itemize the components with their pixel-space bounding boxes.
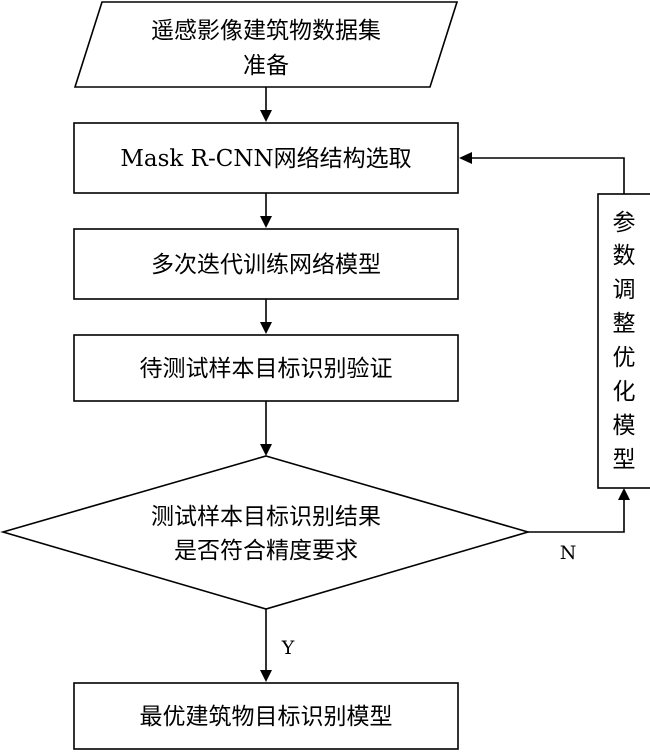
arrow-no-path	[528, 498, 625, 533]
side-box	[597, 193, 650, 489]
step2-box	[73, 228, 459, 300]
side-box-label: 参 数 调 整 优 化 模 型	[613, 210, 636, 473]
side-char-2: 数	[613, 243, 636, 269]
end-box	[73, 682, 459, 750]
arrowhead-no-path	[618, 488, 630, 500]
yes-label: Y	[281, 637, 295, 659]
decision-diamond	[0, 455, 531, 610]
side-char-6: 化	[613, 379, 636, 405]
start-line1: 遥感影像建筑物数据集	[151, 18, 381, 44]
step1-box	[73, 122, 459, 194]
side-char-7: 模	[613, 413, 636, 439]
step3-box	[73, 334, 459, 402]
arrow-feedback-path	[470, 157, 625, 194]
decision-line1: 测试样本目标识别结果	[151, 504, 381, 530]
side-char-5: 优	[613, 345, 636, 371]
start-line2: 准备	[243, 53, 289, 79]
start-parallelogram	[73, 1, 459, 88]
arrowhead-yes-path	[260, 670, 272, 682]
no-label: N	[560, 542, 577, 564]
end-label: 最优建筑物目标识别模型	[140, 704, 393, 730]
decision-line2: 是否符合精度要求	[174, 538, 358, 564]
arrowhead-start-to-step1	[260, 110, 272, 122]
arrowhead-step1-to-step2	[260, 216, 272, 228]
arrowhead-step3-to-decision	[260, 444, 272, 456]
side-char-8: 型	[613, 447, 636, 473]
arrowhead-step2-to-step3	[260, 322, 272, 334]
side-char-1: 参	[613, 210, 636, 236]
step3-label: 待测试样本目标识别验证	[140, 356, 393, 382]
side-char-4: 整	[613, 311, 636, 337]
side-char-3: 调	[613, 277, 636, 303]
arrowhead-feedback	[459, 152, 472, 164]
step2-label: 多次迭代训练网络模型	[151, 252, 381, 278]
step1-label: Mask R-CNN网络结构选取	[120, 146, 411, 172]
